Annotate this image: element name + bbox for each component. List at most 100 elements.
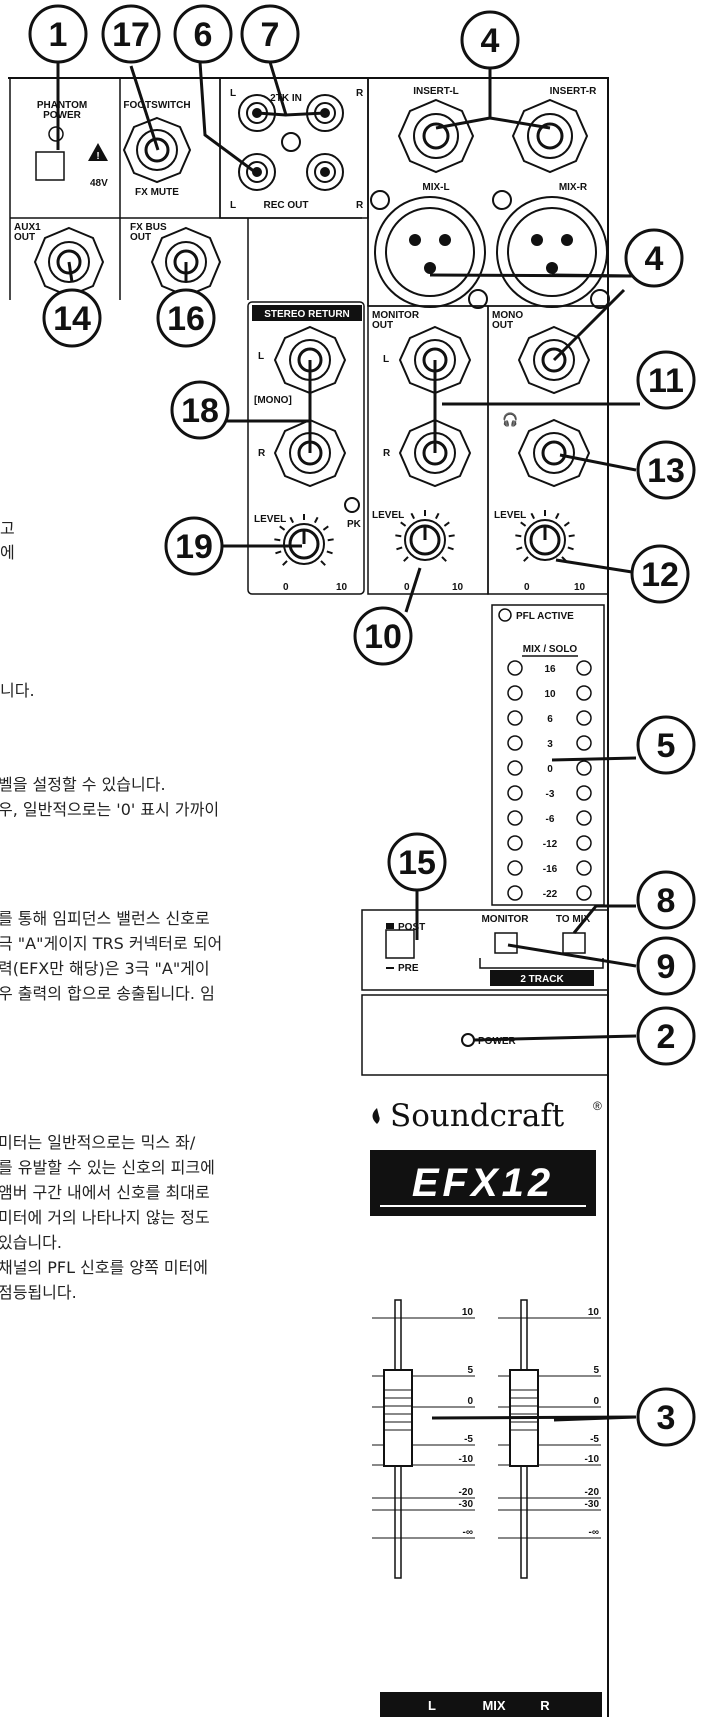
fader-scale-label: -∞: [589, 1527, 599, 1538]
svg-text:OUT: OUT: [14, 232, 35, 243]
callout-circle: [460, 10, 520, 70]
fader-scale-label: -∞: [463, 1527, 473, 1538]
meter-led-right: [576, 810, 592, 826]
text-fragment: 벨을 설정할 수 있습니다.: [0, 775, 166, 794]
callout-number: 1: [49, 16, 68, 54]
level-knob: [404, 519, 446, 561]
fx-mute-label: FX MUTE: [135, 187, 179, 198]
fader-scale-label: 10: [462, 1307, 474, 1318]
mono-tag: [MONO]: [254, 395, 292, 406]
callout-circle: [636, 936, 696, 996]
callout-circle: [240, 4, 300, 64]
callout-number: 4: [481, 22, 500, 60]
svg-text:R: R: [258, 448, 266, 459]
svg-text:TO MIX: TO MIX: [556, 914, 591, 925]
callout-number: 15: [398, 844, 436, 882]
callout-number: 9: [657, 948, 676, 986]
fader-scale-label: -10: [459, 1454, 474, 1465]
fader-scale-label: 0: [593, 1396, 599, 1407]
callout-circle: [353, 606, 413, 666]
text-fragment: 고: [0, 519, 15, 538]
svg-text:®: ®: [593, 1099, 602, 1113]
svg-text:LEVEL: LEVEL: [372, 510, 404, 521]
meter-level-label: -16: [543, 864, 558, 875]
svg-text:L: L: [258, 351, 264, 362]
svg-text:🎧: 🎧: [502, 412, 518, 427]
meter-level-label: -6: [546, 814, 555, 825]
callout-number: 3: [657, 1399, 676, 1437]
callout-circle: [387, 832, 447, 892]
meter-led-left: [507, 735, 523, 751]
mix-r-label: MIX-R: [559, 182, 588, 193]
svg-text:OUT: OUT: [130, 232, 151, 243]
callout-circle: [636, 1387, 696, 1447]
mix-l-label: MIX-L: [422, 182, 449, 193]
48v-label: 48V: [90, 178, 108, 189]
svg-text:LEVEL: LEVEL: [254, 514, 286, 525]
svg-text:POST: POST: [398, 922, 425, 933]
meter-led-left: [507, 835, 523, 851]
callout-number: 14: [53, 300, 91, 338]
text-fragment: 우, 일반적으로는 '0' 표시 가까이: [0, 800, 220, 819]
svg-text:MONO: MONO: [492, 310, 523, 321]
callout-number: 2: [657, 1018, 676, 1056]
callout-number: 17: [112, 16, 150, 54]
svg-text:R: R: [383, 448, 391, 459]
fader-scale-label: 0: [467, 1396, 473, 1407]
callout-number: 12: [641, 556, 679, 594]
fader-scale-label: -10: [585, 1454, 600, 1465]
svg-text:MONITOR: MONITOR: [372, 310, 420, 321]
meter-led-right: [576, 885, 592, 901]
meter-led-right: [576, 710, 592, 726]
callout-number: 13: [647, 452, 685, 490]
meter-led-right: [576, 735, 592, 751]
callout-number: 5: [657, 727, 676, 765]
svg-text:OUT: OUT: [492, 320, 513, 331]
callout-number: 19: [175, 528, 213, 566]
meter-led-right: [576, 760, 592, 776]
callout-circle: [28, 4, 88, 64]
callout-number: 8: [657, 882, 676, 920]
callout-circle: [164, 516, 224, 576]
callout-circle: [156, 288, 216, 348]
callout-circle: [624, 228, 684, 288]
svg-text:OUT: OUT: [372, 320, 393, 331]
fader-scale-label: -20: [459, 1487, 474, 1498]
mix-solo-label: MIX / SOLO: [523, 644, 578, 655]
text-fragment: 미터는 일반적으로는 믹스 좌/: [0, 1133, 196, 1152]
meter-led-right: [576, 860, 592, 876]
svg-text:L: L: [383, 354, 389, 365]
callout-circle: [170, 380, 230, 440]
callout-circle: [636, 350, 696, 410]
callout-number: 18: [181, 392, 219, 430]
callout-number: 6: [194, 16, 213, 54]
meter-led-left: [507, 860, 523, 876]
meter-led-right: [576, 685, 592, 701]
fader-scale-label: -30: [459, 1499, 474, 1510]
meter-level-label: -3: [546, 789, 555, 800]
svg-text:POWER: POWER: [43, 110, 82, 121]
meter-level-label: 16: [544, 664, 556, 675]
text-fragment: 니다.: [0, 681, 35, 700]
text-fragment: 미터에 거의 나타나지 않는 정도: [0, 1208, 210, 1227]
svg-text:R: R: [540, 1698, 550, 1713]
meter-level-label: 0: [547, 764, 553, 775]
callout-number: 4: [645, 240, 664, 278]
svg-text:10: 10: [452, 582, 464, 593]
text-fragment: 있습니다.: [0, 1233, 62, 1252]
svg-text:MIX: MIX: [482, 1698, 505, 1713]
callout-circle: [636, 715, 696, 775]
callout-circle: [173, 4, 233, 64]
callout-number: 10: [364, 618, 402, 656]
callout-circle: [636, 870, 696, 930]
meter-led-left: [507, 785, 523, 801]
svg-text:R: R: [356, 200, 364, 211]
svg-text:R: R: [356, 88, 364, 99]
callout-number: 11: [648, 362, 684, 400]
callout-circle: [636, 1006, 696, 1066]
insert-r-label: INSERT-R: [550, 86, 597, 97]
meter-led-left: [507, 710, 523, 726]
svg-text:0: 0: [404, 582, 410, 593]
svg-text:PK: PK: [347, 519, 362, 530]
callout-circle: [101, 4, 161, 64]
